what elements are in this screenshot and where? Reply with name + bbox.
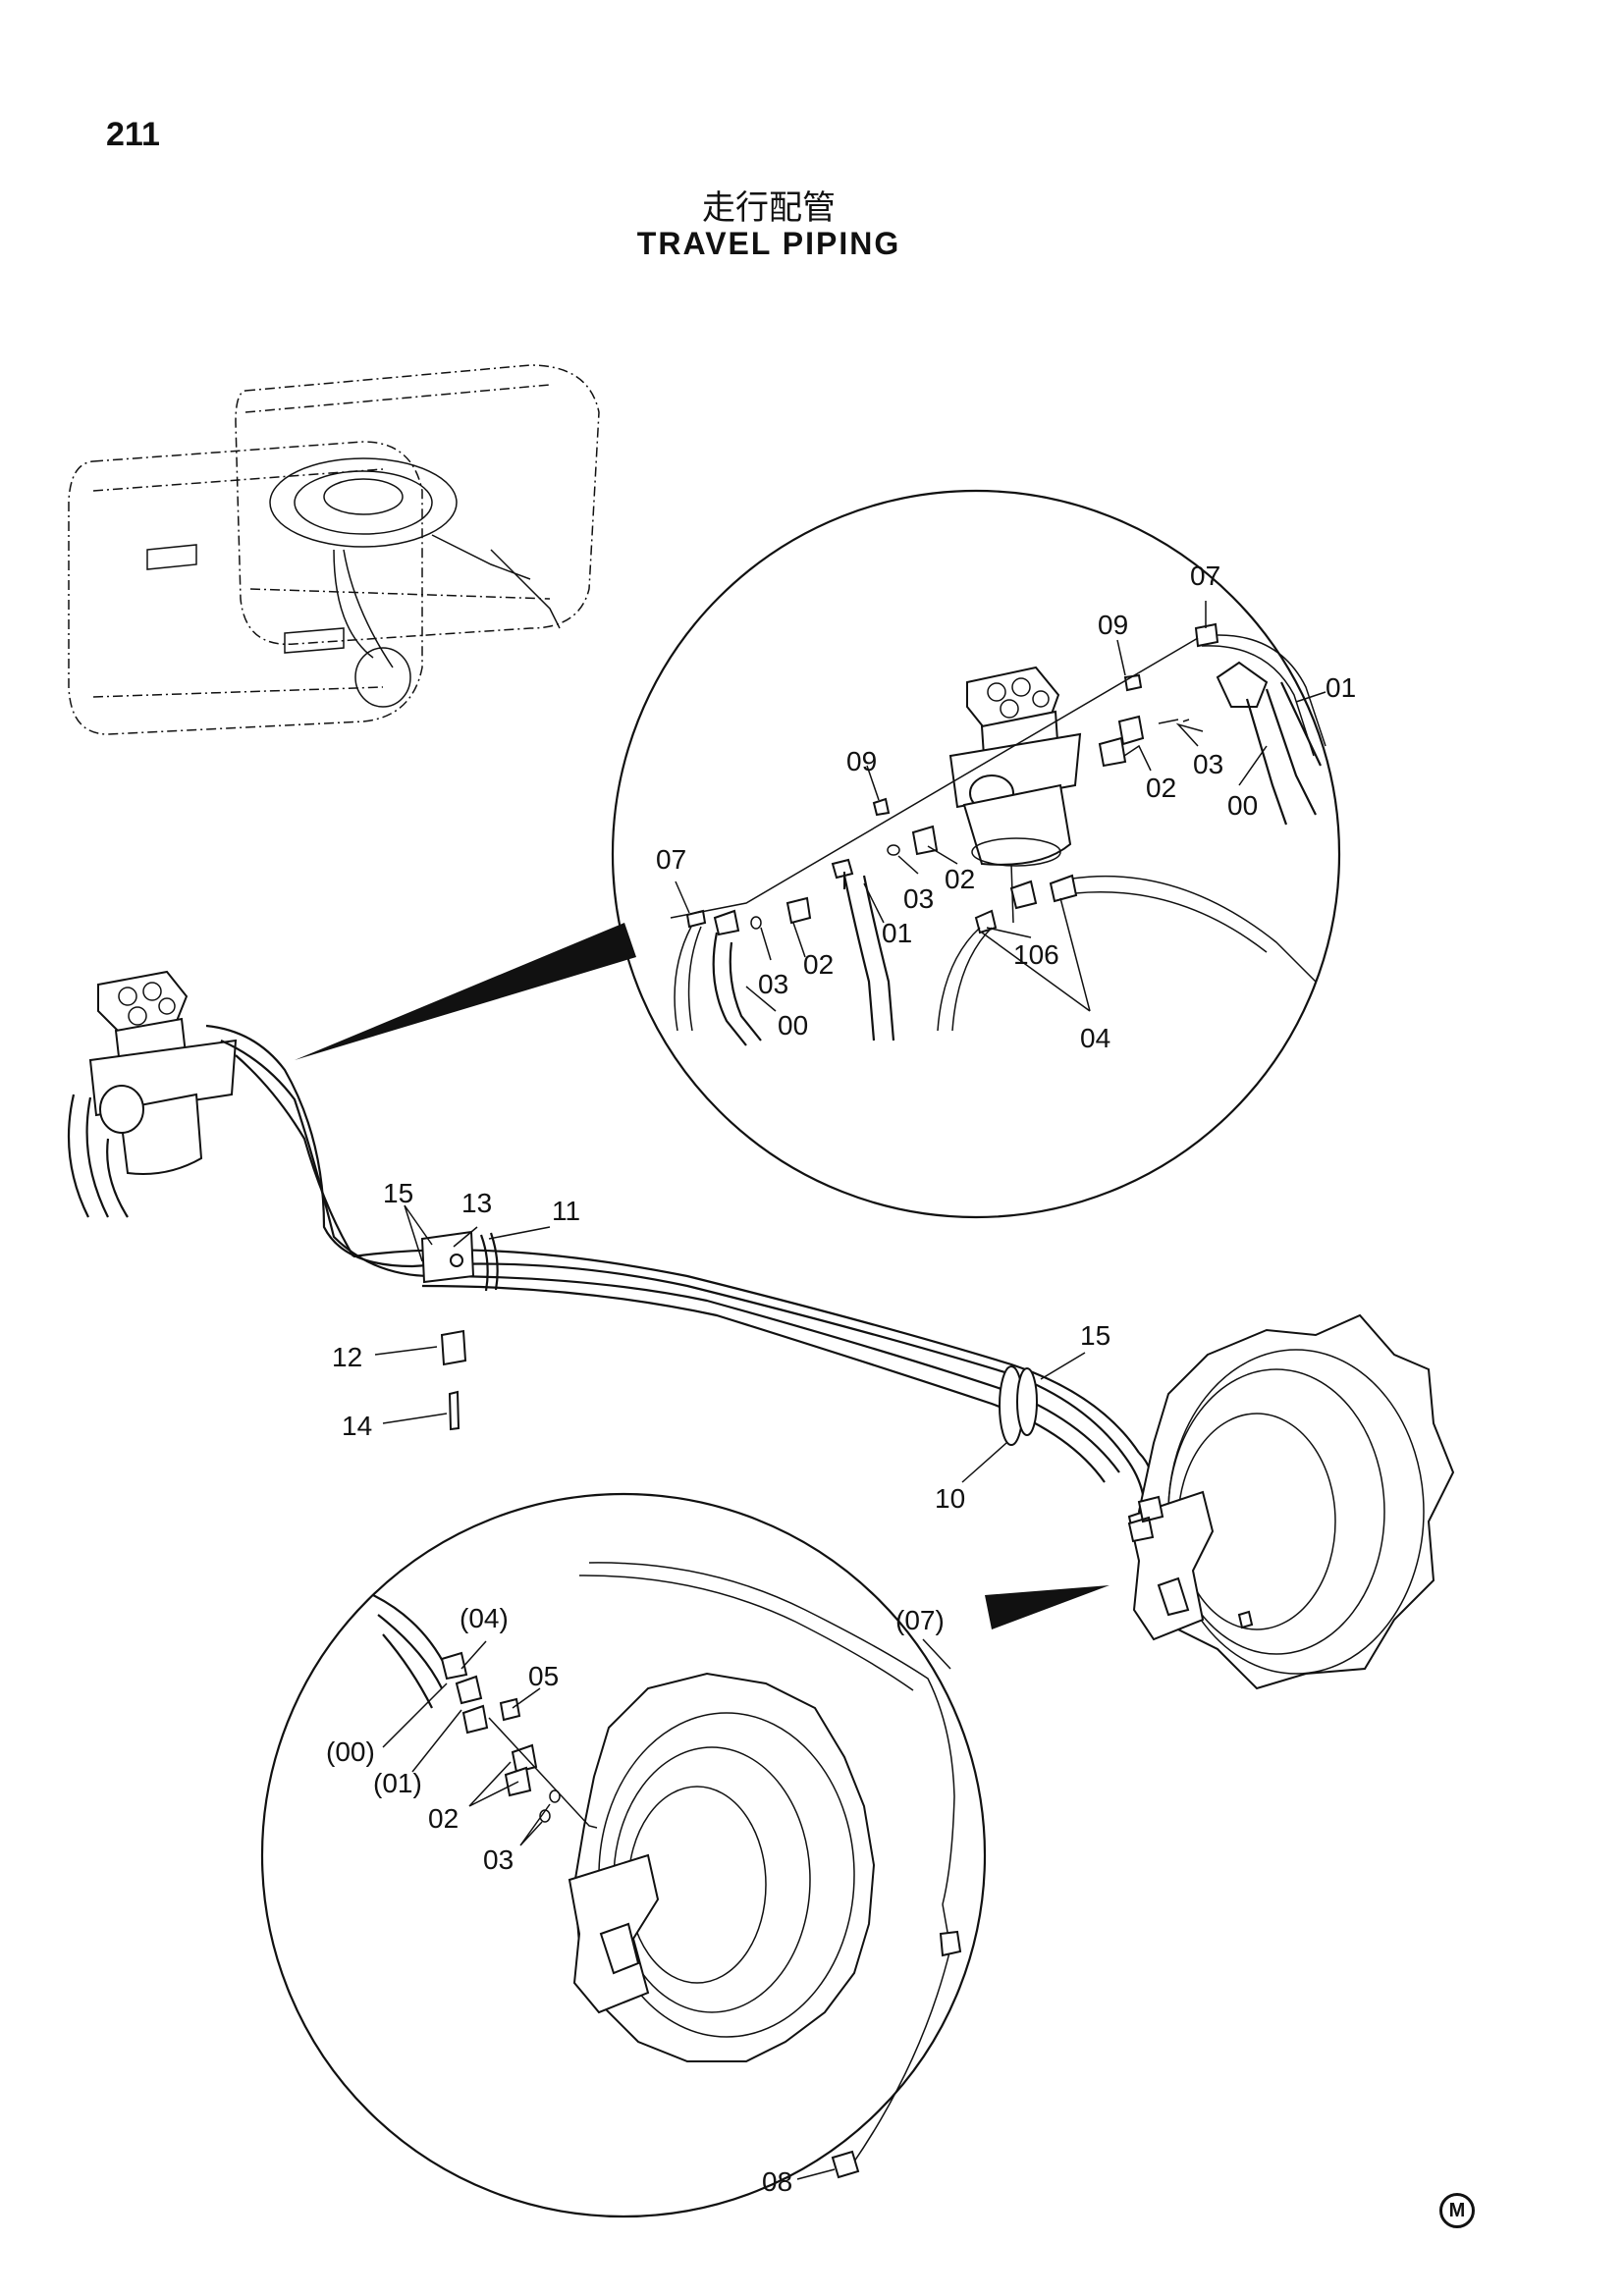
callout-11: 11 — [552, 1196, 580, 1226]
top-detail-callouts: 07 09 01 03 02 00 09 07 03 02 01 03 02 0… — [656, 561, 1356, 1053]
callout-03: 03 — [1193, 749, 1223, 779]
center-joint-drawing — [948, 666, 1082, 924]
page-number: 211 — [106, 116, 160, 153]
callout-02: 02 — [428, 1803, 459, 1834]
callout-01: 01 — [1326, 672, 1356, 703]
callout-07: 07 — [656, 844, 686, 875]
leader-lines — [374, 601, 1326, 2180]
callout-02: 02 — [1146, 773, 1176, 803]
undercarriage-overview-drawing — [68, 364, 600, 735]
bottom-detail-callouts: (04) 05 (07) (00) (01) 02 03 08 — [326, 1603, 945, 2197]
callout-02: 02 — [945, 864, 975, 894]
callout-00-ref: (00) — [326, 1736, 375, 1767]
top-hoses-drawing — [670, 622, 1326, 1046]
travel-motor-sprocket-drawing — [1127, 1313, 1455, 1690]
callout-03: 03 — [903, 883, 934, 914]
callout-15: 15 — [383, 1178, 413, 1208]
callout-08: 08 — [762, 2166, 792, 2197]
callout-07-ref: (07) — [895, 1605, 945, 1635]
callout-03: 03 — [483, 1844, 514, 1875]
callout-02: 02 — [803, 949, 834, 980]
top-detail-circle — [295, 489, 1341, 1219]
callout-10: 10 — [935, 1483, 965, 1514]
callout-05: 05 — [528, 1661, 559, 1691]
title-japanese: 走行配管 — [702, 188, 836, 228]
callout-03: 03 — [758, 969, 788, 999]
callout-04-ref: (04) — [460, 1603, 509, 1633]
callout-04: 04 — [1080, 1023, 1110, 1053]
callout-09: 09 — [846, 746, 877, 776]
callout-13: 13 — [461, 1188, 492, 1218]
callout-106: 106 — [1013, 939, 1059, 970]
callout-01-ref: (01) — [373, 1768, 422, 1798]
callout-07: 07 — [1190, 561, 1220, 591]
bottom-detail-circle — [260, 1492, 1110, 2218]
callout-00: 00 — [778, 1010, 808, 1041]
callout-12: 12 — [332, 1342, 362, 1372]
callout-14: 14 — [342, 1411, 372, 1441]
main-callouts: 15 13 11 12 14 15 10 — [332, 1178, 1110, 1514]
main-piping-drawing — [67, 970, 1157, 1527]
m-mark-icon: M — [1439, 2193, 1475, 2228]
callout-00: 00 — [1227, 790, 1258, 821]
title-english: TRAVEL PIPING — [636, 226, 901, 261]
callout-01: 01 — [882, 918, 912, 948]
callout-09: 09 — [1098, 610, 1128, 640]
callout-15: 15 — [1080, 1320, 1110, 1351]
